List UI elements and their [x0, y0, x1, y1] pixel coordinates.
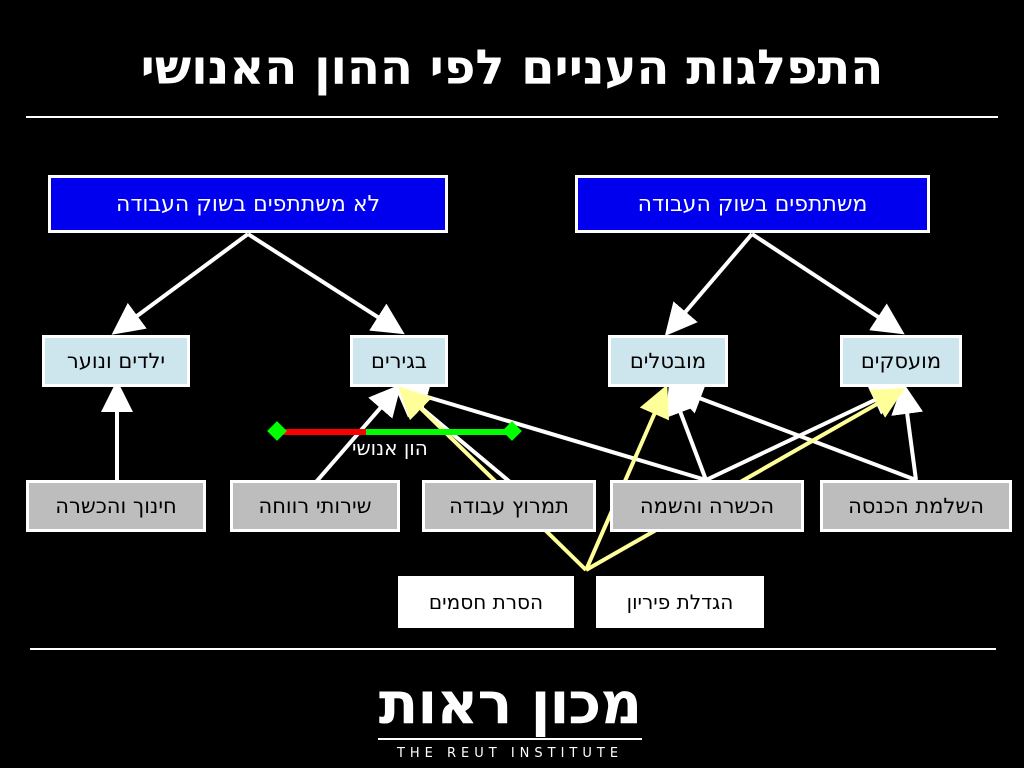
- arrow-participating-to-employed: [750, 232, 905, 335]
- logo-divider: [378, 738, 642, 740]
- arrow-participating-to-unemployed: [664, 232, 754, 337]
- node-income-supplement: השלמת הכנסה: [820, 480, 1012, 532]
- node-participating: משתתפים בשוק העבודה: [575, 175, 930, 233]
- node-productivity: הגדלת פיריון: [596, 576, 764, 628]
- node-welfare-services: שירותי רווחה: [230, 480, 400, 532]
- human-capital-label: הון אנושי: [352, 436, 428, 460]
- node-employed: מועסקים: [840, 335, 962, 387]
- top-divider: [26, 116, 998, 118]
- human-capital-scale-right-marker: [502, 421, 522, 441]
- bottom-divider: [30, 648, 996, 650]
- arrow-training-to-adults: [396, 381, 707, 482]
- node-unemployed: מובטלים: [608, 335, 728, 387]
- node-adults: בגירים: [350, 335, 448, 387]
- reut-logo: מכון ראות THE REUT INSTITUTE: [360, 672, 660, 761]
- node-work-incentive: תמרוץ עבודה: [422, 480, 596, 532]
- node-training-placement: הכשרה והשמה: [610, 480, 804, 532]
- arrow-income-to-unemployed: [670, 383, 917, 482]
- logo-english: THE REUT INSTITUTE: [396, 746, 624, 761]
- logo-hebrew: מכון ראות: [378, 669, 643, 737]
- human-capital-scale-left-marker: [267, 421, 287, 441]
- node-children: ילדים ונוער: [42, 335, 190, 387]
- node-barriers: הסרת חסמים: [398, 576, 574, 628]
- arrow-training-to-unemployed: [665, 382, 708, 481]
- arrow-not-participating-to-children: [111, 232, 250, 335]
- arrow-income-to-employed: [891, 382, 924, 481]
- page-title: התפלגות העניים לפי ההון האנושי: [140, 40, 884, 96]
- arrow-not-participating-to-adults: [246, 232, 405, 335]
- node-not-participating: לא משתתפים בשוק העבודה: [48, 175, 448, 233]
- node-education-training: חינוך והכשרה: [26, 480, 206, 532]
- arrow-welfare-to-adults: [314, 383, 402, 484]
